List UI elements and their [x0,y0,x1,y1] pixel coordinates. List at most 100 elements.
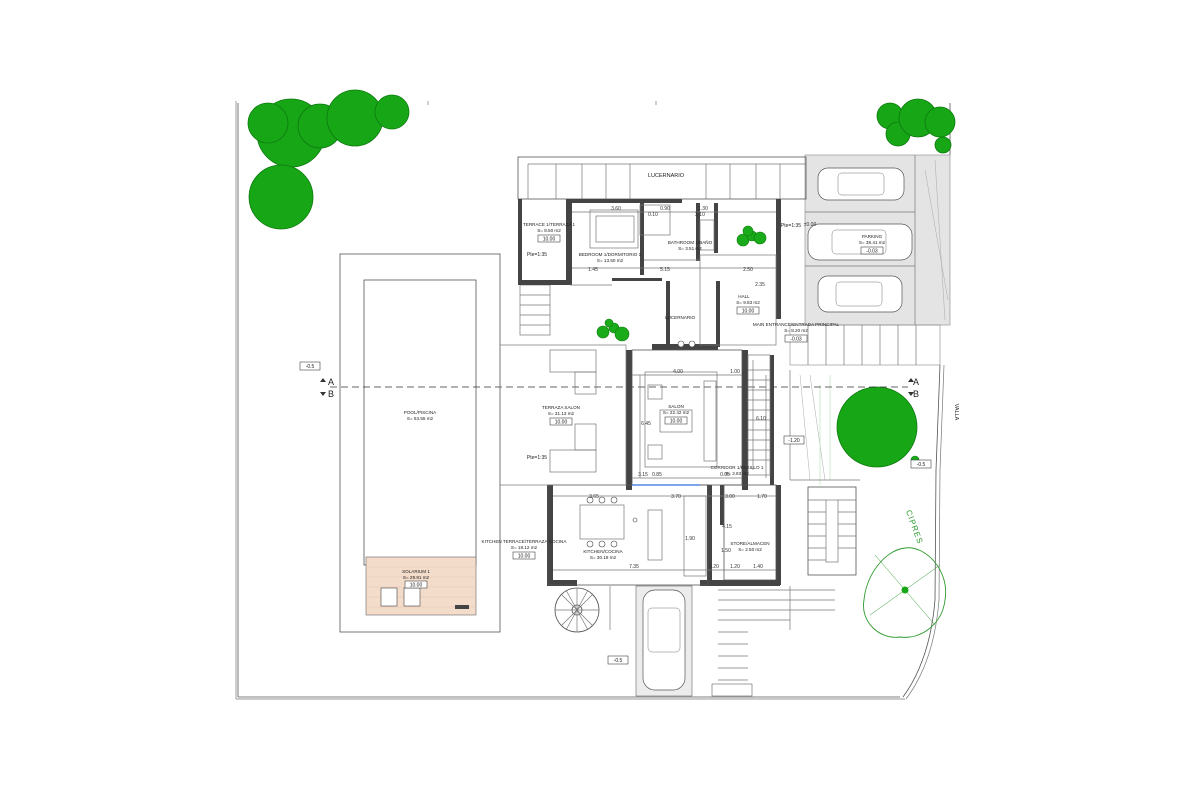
terraza-salon-area: S= 31.13 m2 [548,411,575,416]
dim-515: 5.15 [660,267,670,273]
parking-area: S= 38.41 m2 [859,240,886,245]
main-entrance-level: -0.03 [790,337,802,343]
dim-190: 1.90 [685,536,695,542]
dim-645: 6.45 [641,421,651,427]
dim-210: 2.10 [695,212,705,218]
kitchen-terrace-name: KITCHEN TERRACE/TERRAZA COCINA [482,539,568,544]
dim-610: 6.10 [756,416,766,422]
walls [518,199,781,586]
dim-130: 1.30 [698,206,708,212]
dim-010: 0.10 [648,212,658,218]
dim-090: 0.90 [660,206,670,212]
slope-label-2: Pte=1:35 [527,455,547,461]
dim-400: 4.00 [673,369,683,375]
section-line [320,378,914,396]
dim-415: 4.15 [722,524,732,530]
salon-area: S= 22.42 m2 [663,410,690,415]
dimension-lines [553,211,776,571]
valla-label: VALLA [953,404,959,421]
tree-east-garden [836,386,920,468]
dim-140: 1.40 [753,564,763,570]
bedroom-area: S= 13.50 m2 [597,258,624,263]
tree-northeast [876,98,956,154]
section-right-a: A [913,377,919,387]
dim-020: 0.20 [709,564,719,570]
terrace-1-level: 10.00 [543,237,556,243]
south-steps [609,586,835,697]
level-south: -0.5 [614,658,623,664]
room-outlines [499,254,777,586]
dim-250: 2.50 [743,267,753,273]
spiral-stair [554,587,600,633]
dim-085: 0.85 [652,472,662,478]
bathroom-name: BATHROOM 1/BAÑO [668,239,713,245]
garden-lines [790,375,860,485]
section-left-b: B [328,389,334,399]
section-right-b: B [913,389,919,399]
dim-360: 3.60 [611,206,621,212]
bedroom-name: BEDROOM 1/DORMITORIO 1 [579,252,642,257]
level-garden: -1.20 [788,438,800,444]
slope-label-1: Pte=1:35 [527,252,547,258]
car-3 [817,275,903,313]
level-east: -0.5 [917,462,926,468]
dim-300: 3.00 [725,494,735,500]
hall-area: S= 9.83 m2 [736,300,760,305]
kitchen-terrace-area: S= 18.12 m2 [511,545,538,550]
slope-label-3: Pte=1:35 [781,223,801,229]
hall-name: HALL [738,294,750,299]
dim-170: 1.70 [757,494,767,500]
terrace-1-area: S= 8.50 m2 [537,228,561,233]
dim-145: 1.45 [588,267,598,273]
section-left-a: A [328,377,334,387]
hall-level: 10.00 [742,309,755,315]
entrance-paving [789,324,941,481]
dim-735: 7.35 [629,564,639,570]
dim-120: 1.20 [730,564,740,570]
kitchen-terrace-level: 10.00 [518,554,531,560]
dim-315: 3.15 [638,472,648,478]
solarium-name: SOLARIUM 1 [402,569,430,574]
salon-level: 10.00 [670,419,683,425]
cypress-outline [863,547,947,638]
solarium-area: S= 29.81 m2 [403,575,430,580]
corridor-name: CORRIDOR 1/PASILLO 1 [711,465,764,470]
site-boundary [235,101,951,700]
dim-370: 3.70 [671,494,681,500]
pool-area: S= 53.55 m2 [407,416,434,421]
lucernario-top-label: LUCERNARIO [648,173,685,179]
dim-entry: ±0.00 [804,222,817,228]
store-area: S= 2.50 m2 [738,547,762,552]
bathroom-area: S= 3.51 m2 [678,246,702,251]
shrubs [596,225,767,342]
lucernario-mid-label: LUCERNARIO [665,315,696,320]
south-driveway [635,585,693,697]
terraza-salon-level: 10.00 [555,420,568,426]
salon-name: SALON [668,404,684,409]
dim-235: 2.35 [755,282,765,288]
kitchen-area: S= 30.18 m2 [590,555,617,560]
dim-365: 3.65 [589,494,599,500]
main-entrance-name: MAIN ENTRANCE/ENTRADA PRINCIPAL [753,322,840,327]
kitchen-name: KITCHEN/COCINA [583,549,623,554]
level-west: -0.5 [306,364,315,370]
cipres-label: CIPRES [904,509,925,546]
pool-name: POOL/PISCINA [404,410,437,415]
dim-100: 1.00 [730,369,740,375]
dim-005: 0.05 [720,472,730,478]
terrace-1-name: TERRACE 1/TERRAZA 1 [523,222,576,227]
dim-150: 1.50 [721,548,731,554]
main-entrance-area: S= 8.20 m2 [784,328,808,333]
store-name: STORE/ALMACEN [730,541,769,546]
pool-steps [519,284,551,336]
external-stair [807,486,857,576]
furniture [549,204,717,577]
parking-level: -0.03 [866,249,878,255]
tree-northwest [247,89,410,230]
corridor-area: S= 2.83 m2 [725,471,749,476]
solarium-level: 10.00 [410,583,423,589]
car-1 [817,167,905,201]
parking-name: PARKING [862,234,883,239]
terraza-salon-name: TERRAZA SALON [542,405,580,410]
